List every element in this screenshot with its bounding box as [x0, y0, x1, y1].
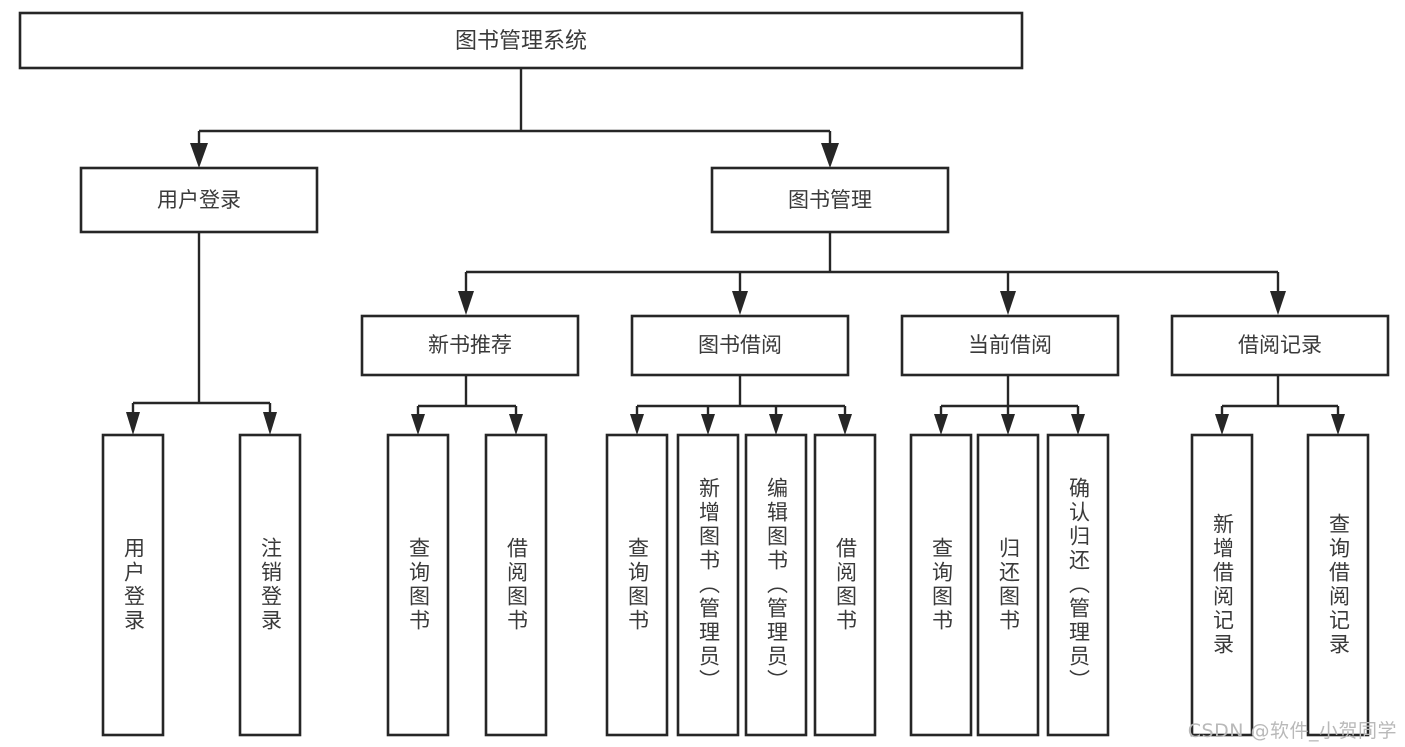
leaf-box-book-borrow-0[interactable] — [605, 433, 669, 737]
connector-group-root — [190, 68, 839, 168]
arrow-head-user-login — [190, 143, 208, 168]
arrow-head-leaf-borrow-record-0 — [1215, 414, 1229, 435]
node-root-label: 图书管理系统 — [455, 29, 587, 54]
node-user-login-label: 用户登录 — [157, 188, 241, 212]
arrow-head-leaf-user-login-1 — [263, 412, 277, 435]
node-borrow-record-box[interactable] — [1170, 314, 1390, 377]
arrow-head-book-borrow — [732, 291, 748, 315]
leaf-box-new-book-rec-0[interactable] — [386, 433, 450, 737]
arrow-head-leaf-current-borrow-1 — [1001, 414, 1015, 435]
node-book-borrow-label: 图书借阅 — [698, 333, 782, 357]
watermark-text: CSDN @软件_小贺同学 — [1187, 720, 1397, 742]
arrow-head-leaf-borrow-record-1 — [1331, 414, 1345, 435]
leaf-box-current-borrow-1[interactable] — [976, 433, 1040, 737]
arrow-head-leaf-book-borrow-0 — [630, 414, 644, 435]
node-user-login-box[interactable] — [79, 166, 319, 234]
node-current-borrow-label: 当前借阅 — [968, 333, 1052, 357]
leaf-boxes-book-borrow — [605, 433, 877, 737]
arrow-head-new-book-rec — [458, 291, 474, 315]
connector-group-current-borrow-leaves — [934, 375, 1085, 435]
node-book-manage[interactable]: 图书管理 — [710, 166, 950, 234]
node-user-login[interactable]: 用户登录 — [79, 166, 319, 234]
node-new-book-rec-box[interactable] — [360, 314, 580, 377]
leaf-box-borrow-record-1[interactable] — [1306, 433, 1370, 737]
leaf-box-book-borrow-2[interactable] — [744, 433, 808, 737]
arrow-head-leaf-book-borrow-3 — [838, 414, 852, 435]
arrow-head-leaf-new-book-rec-0 — [411, 414, 425, 435]
node-book-borrow-box[interactable] — [630, 314, 850, 377]
leaf-box-user-login-0[interactable] — [101, 433, 165, 737]
node-book-manage-box[interactable] — [710, 166, 950, 234]
node-current-borrow[interactable]: 当前借阅 — [900, 314, 1120, 377]
leaf-boxes-new-book-rec — [386, 433, 548, 737]
leaf-box-book-borrow-3[interactable] — [813, 433, 877, 737]
arrow-head-leaf-new-book-rec-1 — [509, 414, 523, 435]
connector-group-book-borrow-leaves — [630, 375, 852, 435]
arrow-head-leaf-current-borrow-0 — [934, 414, 948, 435]
node-current-borrow-box[interactable] — [900, 314, 1120, 377]
connector-group-book-manage — [458, 232, 1286, 315]
node-root-box[interactable] — [18, 11, 1024, 70]
leaf-box-new-book-rec-1[interactable] — [484, 433, 548, 737]
leaf-box-book-borrow-1[interactable] — [676, 433, 740, 737]
arrow-head-leaf-book-borrow-1 — [701, 414, 715, 435]
node-new-book-rec[interactable]: 新书推荐 — [360, 314, 580, 377]
node-book-manage-label: 图书管理 — [788, 188, 872, 212]
arrow-head-borrow-record — [1270, 291, 1286, 315]
arrow-head-leaf-user-login-0 — [126, 412, 140, 435]
node-borrow-record[interactable]: 借阅记录 — [1170, 314, 1390, 377]
leaf-box-user-login-1[interactable] — [238, 433, 302, 737]
leaf-boxes-borrow-record — [1190, 433, 1370, 737]
leaf-boxes-user-login — [101, 433, 302, 737]
node-new-book-rec-label: 新书推荐 — [428, 333, 512, 357]
arrow-head-book-manage — [821, 143, 839, 168]
connector-group-borrow-record-leaves — [1215, 375, 1345, 435]
arrow-head-current-borrow — [1000, 291, 1016, 315]
connector-group-user-login-leaves — [126, 232, 277, 435]
node-borrow-record-label: 借阅记录 — [1238, 333, 1322, 357]
leaf-box-current-borrow-2[interactable] — [1046, 433, 1110, 737]
leaf-boxes-current-borrow — [909, 433, 1110, 737]
arrow-head-leaf-book-borrow-2 — [769, 414, 783, 435]
connector-group-new-book-rec-leaves — [411, 375, 523, 435]
node-book-borrow[interactable]: 图书借阅 — [630, 314, 850, 377]
node-root[interactable]: 图书管理系统 — [18, 11, 1024, 70]
leaf-box-current-borrow-0[interactable] — [909, 433, 973, 737]
arrow-head-leaf-current-borrow-2 — [1071, 414, 1085, 435]
leaf-box-borrow-record-0[interactable] — [1190, 433, 1254, 737]
